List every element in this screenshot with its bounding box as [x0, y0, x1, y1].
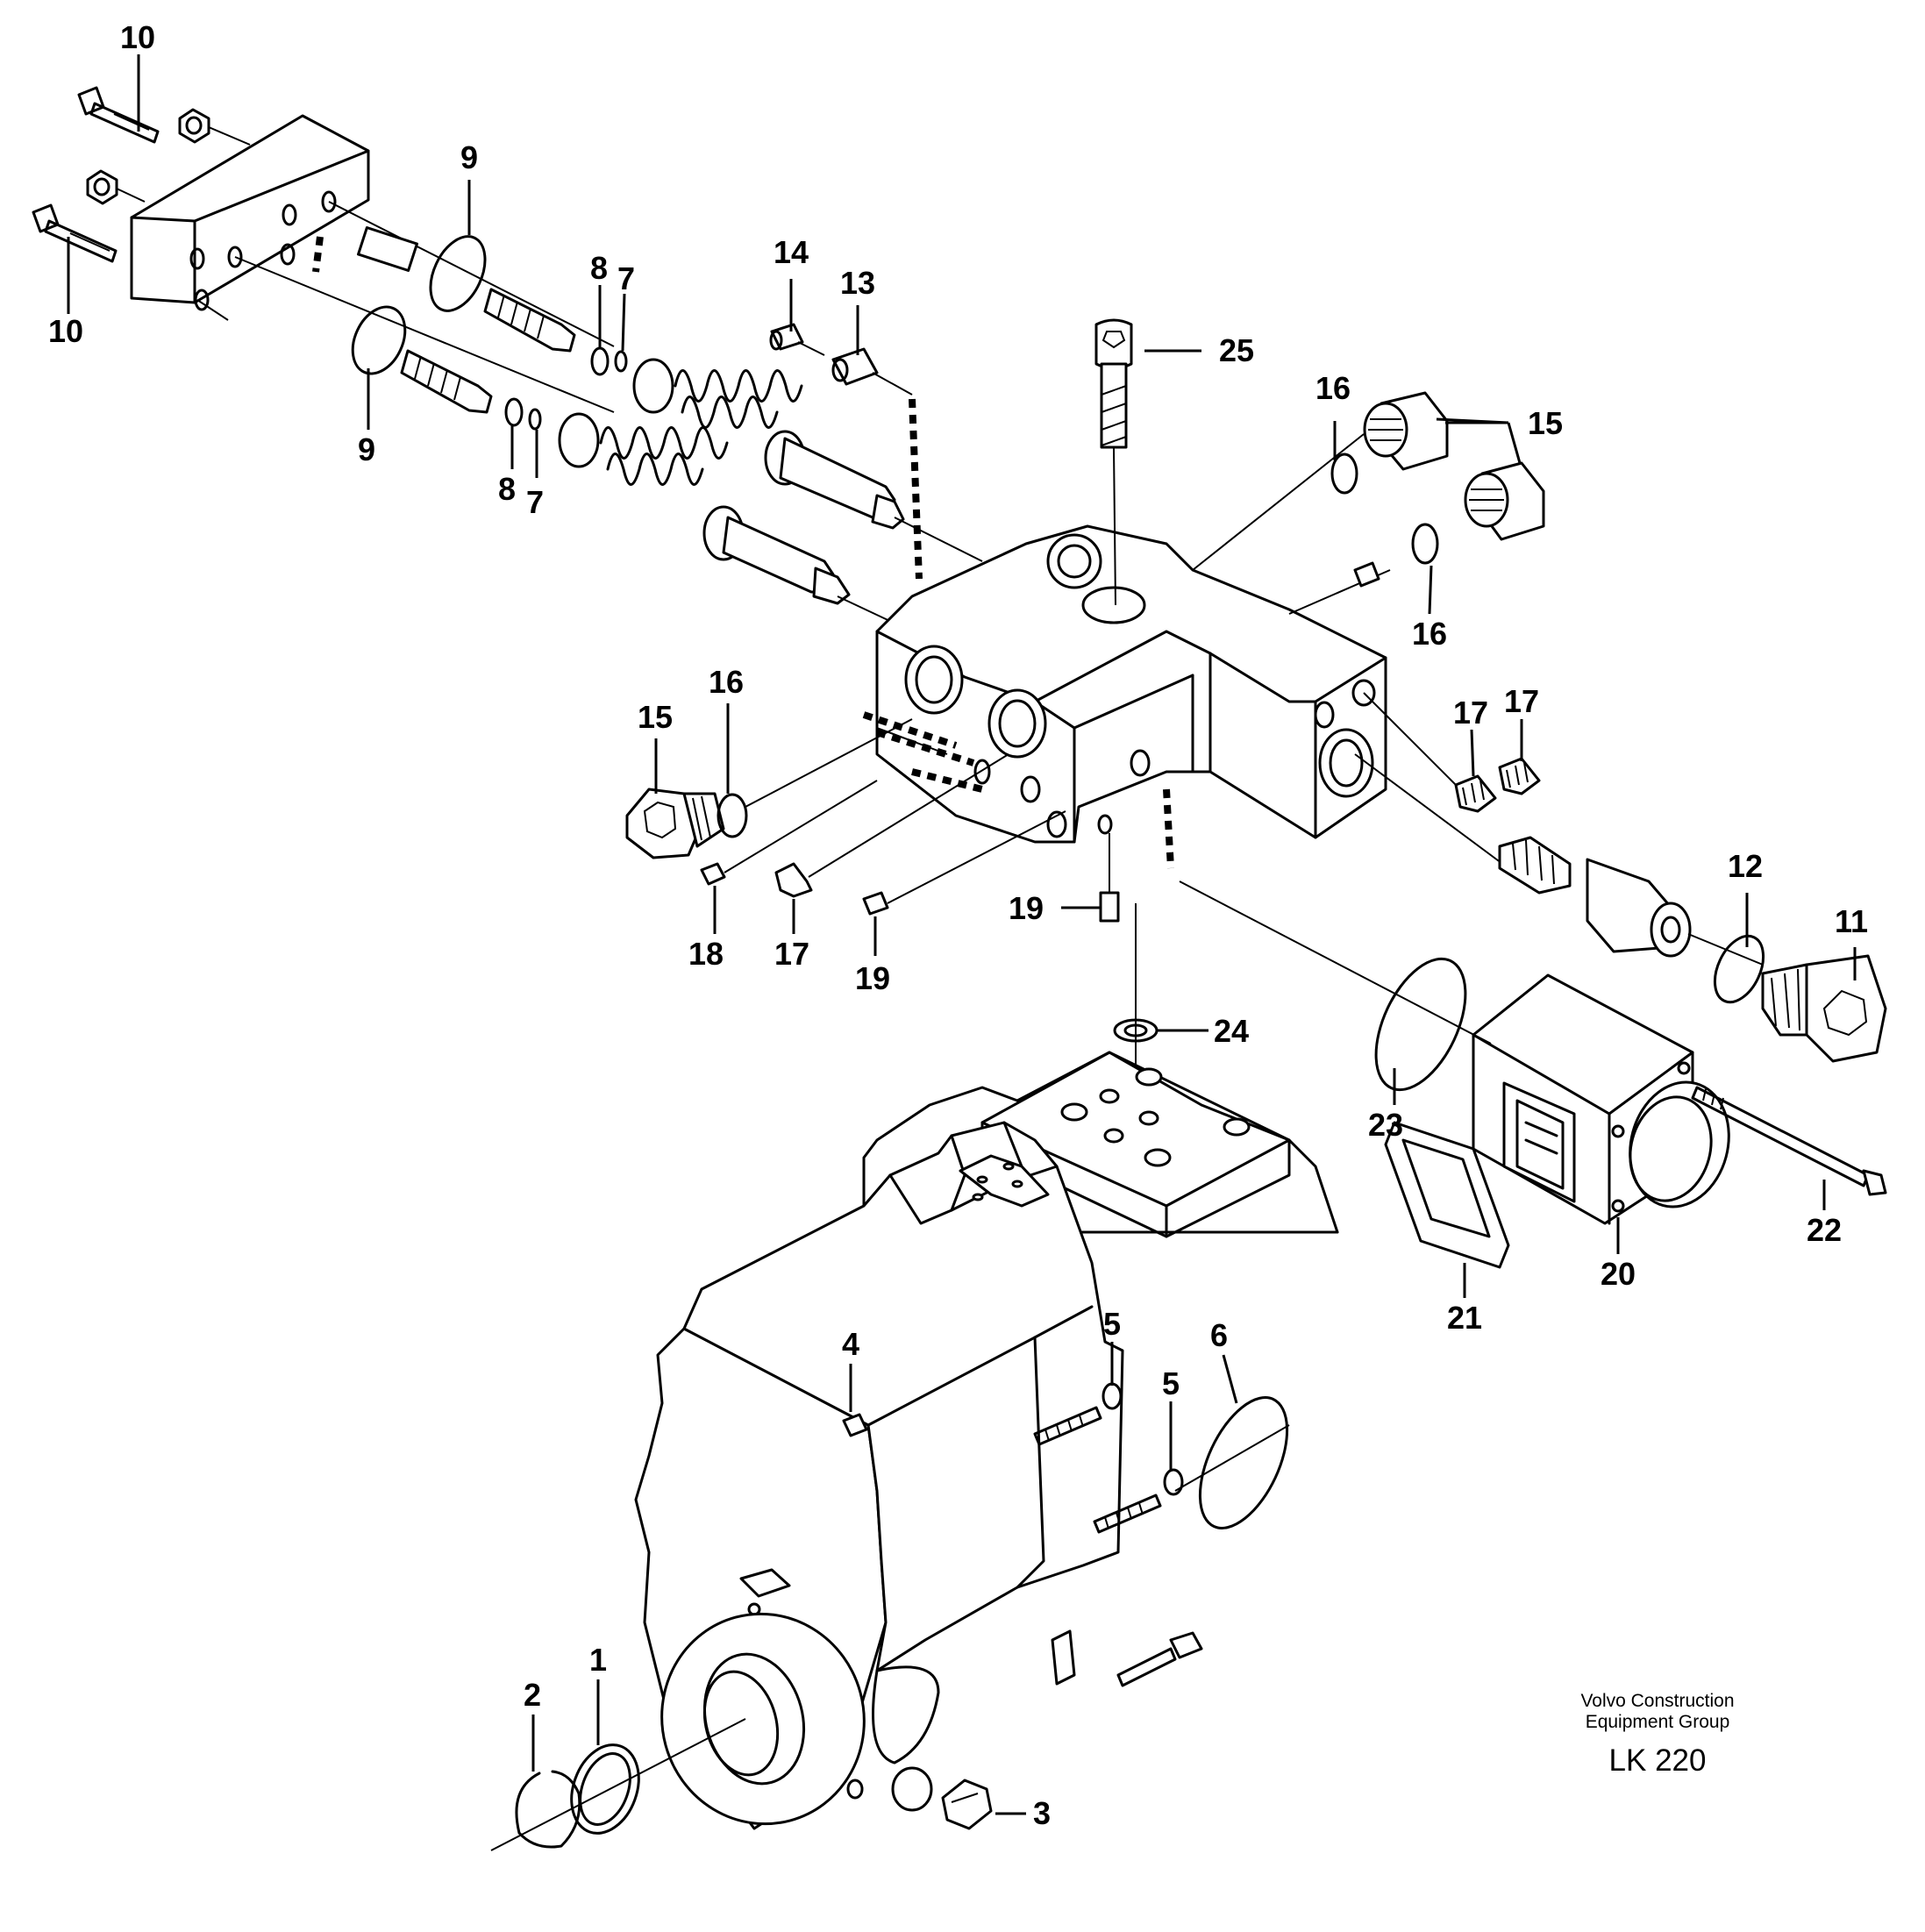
- callout-23: 23: [1368, 1107, 1403, 1143]
- solenoid-20: [1472, 973, 1730, 1225]
- callout-5-lower: 5: [1162, 1365, 1180, 1401]
- valve-sleeve: [1586, 858, 1764, 966]
- diagram-code: LK 220: [1608, 1743, 1707, 1778]
- callout-5-upper: 5: [1103, 1306, 1121, 1342]
- callout-25: 25: [1219, 332, 1254, 368]
- spring-upper: [674, 369, 803, 429]
- callout-11: 11: [1835, 903, 1868, 939]
- nut-top: [178, 108, 251, 146]
- callout-9-lower: 9: [358, 431, 375, 467]
- nut-left: [86, 169, 146, 205]
- threaded-stud-right: [1498, 836, 1572, 895]
- circlip-2: [515, 1770, 581, 1849]
- o-ring-16-left: [717, 793, 748, 838]
- ring-7-upper: [614, 350, 628, 373]
- plug-4: [842, 1413, 868, 1437]
- o-ring-9-upper: [429, 235, 487, 312]
- plug-17-right-b: [1498, 757, 1541, 795]
- o-ring-12: [1713, 934, 1765, 1004]
- hydraulic-pump: [634, 1121, 1124, 1830]
- seal-ring-1: [570, 1743, 640, 1835]
- callout-8-upper: 8: [590, 250, 608, 286]
- side-screw: [1116, 1631, 1203, 1687]
- callout-9-upper: 9: [460, 139, 478, 175]
- callout-7-lower: 7: [526, 484, 544, 520]
- callout-3: 3: [1033, 1795, 1051, 1831]
- callout-24: 24: [1214, 1013, 1249, 1049]
- callout-18: 18: [688, 936, 724, 972]
- plug-19-left: [862, 810, 1066, 916]
- callout-16-right: 16: [1412, 616, 1447, 652]
- plug-18: [700, 780, 878, 886]
- callout-1: 1: [589, 1642, 607, 1678]
- company-credit: Volvo Construction Equipment Group: [1544, 1691, 1772, 1733]
- plug-15-left: [625, 788, 725, 859]
- company-line-2: Equipment Group: [1585, 1712, 1730, 1732]
- callout-12: 12: [1728, 848, 1763, 884]
- o-ring-6: [1198, 1396, 1289, 1529]
- o-ring-16-upper-a: [1330, 453, 1358, 495]
- spring-seat-upper: [632, 358, 674, 414]
- callout-16-top: 16: [1315, 370, 1351, 406]
- company-line-1: Volvo Construction: [1580, 1691, 1735, 1711]
- callout-15-right: 15: [1528, 405, 1563, 441]
- callout-17-right-a: 17: [1453, 695, 1488, 731]
- plug-15-upper-b: [1464, 461, 1545, 541]
- callout-15-left: 15: [638, 699, 673, 735]
- threaded-pin-lower: [400, 349, 493, 414]
- valve-block: [875, 524, 1387, 844]
- spool-lower: [702, 505, 913, 632]
- callout-22: 22: [1807, 1212, 1842, 1248]
- callout-17-right-b: 17: [1504, 683, 1539, 719]
- o-ring-16-upper-b: [1411, 523, 1439, 565]
- threaded-pin-upper: [483, 288, 576, 353]
- callout-7-upper: 7: [617, 260, 635, 296]
- ring-8-lower: [504, 397, 524, 427]
- callout-14: 14: [774, 234, 809, 270]
- callout-8-lower: 8: [498, 471, 516, 507]
- plug-3: [941, 1779, 993, 1830]
- callout-10-top: 10: [120, 19, 155, 55]
- plug-19-bottom: [1099, 833, 1120, 923]
- callout-labels: 10 10 9 9 8 7 8 7 14 13 25 16 15 16 15 1…: [48, 19, 1868, 1831]
- plug-17-left: [774, 753, 1009, 898]
- bolt-10-bottom: [32, 203, 118, 263]
- o-ring-23: [1374, 957, 1467, 1092]
- callout-21: 21: [1447, 1300, 1482, 1336]
- spool-upper: [764, 430, 983, 562]
- stud-5-lower: [1093, 1468, 1184, 1534]
- small-plug-right: [1353, 561, 1380, 588]
- ring-8-upper: [590, 346, 610, 376]
- bolt-10-top: [77, 86, 160, 144]
- callout-19-bottom: 19: [1009, 890, 1044, 926]
- callout-20: 20: [1601, 1256, 1636, 1292]
- cover-plate: [130, 114, 615, 413]
- long-bolt-22: [1691, 1086, 1887, 1196]
- spring-lower: [599, 426, 729, 486]
- ring-7-lower: [528, 408, 542, 431]
- leader-lines: [67, 54, 1857, 1815]
- plug-11: [1761, 954, 1887, 1063]
- callout-10-bottom: 10: [48, 313, 83, 349]
- o-ring-9-lower: [351, 305, 407, 375]
- callout-6: 6: [1210, 1317, 1228, 1353]
- plug-14: [769, 323, 825, 356]
- spring-seat-lower: [558, 412, 600, 468]
- callout-16-left: 16: [709, 664, 744, 700]
- callout-4: 4: [842, 1326, 859, 1362]
- bolt-25: [1094, 318, 1133, 606]
- callout-17-left: 17: [774, 936, 809, 972]
- plug-15-upper-a: [1363, 391, 1449, 471]
- plug-17-right-a: [1454, 774, 1497, 813]
- plug-13: [831, 347, 913, 396]
- callout-13: 13: [840, 265, 875, 301]
- callout-2: 2: [524, 1677, 541, 1713]
- callout-19-left: 19: [855, 960, 890, 996]
